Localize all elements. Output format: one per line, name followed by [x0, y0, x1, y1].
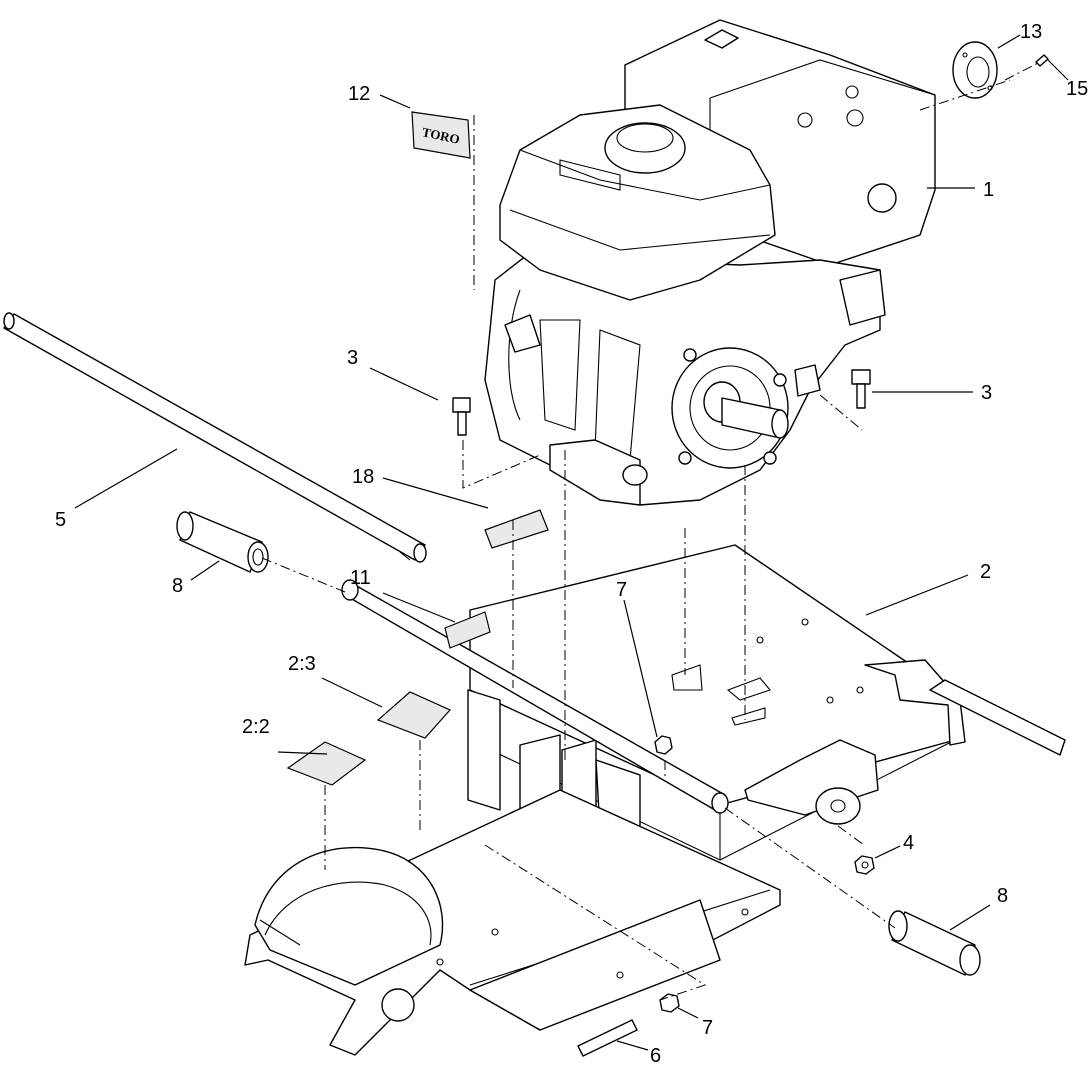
callout-3-left: 3	[347, 347, 358, 369]
callout-4: 4	[903, 832, 914, 854]
pin-6	[577, 1019, 638, 1057]
callout-7-lower: 7	[702, 1017, 713, 1039]
callout-7-upper: 7	[616, 579, 627, 601]
callout-2-3: 2:3	[288, 653, 316, 675]
callout-15: 15	[1066, 78, 1088, 100]
handle-rod	[3, 312, 427, 563]
callout-6: 6	[650, 1045, 661, 1067]
hand-grip-right	[888, 910, 981, 976]
decal-2-2	[286, 741, 367, 786]
callout-13: 13	[1020, 21, 1042, 43]
crossbar-tube	[341, 579, 729, 814]
callout-2-2: 2:2	[242, 716, 270, 738]
tine-shield-plate	[244, 789, 781, 1056]
nut-4	[854, 855, 875, 875]
pulley-mount	[815, 787, 861, 825]
flange-screw	[1035, 54, 1049, 67]
leader-lines	[74, 34, 1069, 1051]
engine	[484, 19, 936, 506]
callout-2: 2	[980, 561, 991, 583]
callout-8-right: 8	[997, 885, 1008, 907]
callout-18: 18	[352, 466, 374, 488]
decal-2-3	[376, 691, 451, 739]
assembly-lines	[261, 61, 1041, 1001]
callout-5: 5	[55, 509, 66, 531]
callout-1: 1	[983, 179, 994, 201]
callout-11: 11	[350, 567, 371, 589]
wheel-fender	[254, 846, 444, 986]
engine-bolt-left	[452, 397, 471, 436]
callout-3-right: 3	[981, 382, 992, 404]
hand-grip-left	[176, 511, 269, 573]
decal-11	[444, 611, 491, 649]
nut-7-lower	[659, 993, 680, 1013]
callout-12: 12	[348, 83, 370, 105]
engine-bolt-right	[851, 369, 871, 409]
nut-7-upper	[654, 735, 673, 755]
callout-8-left: 8	[172, 575, 183, 597]
decal-18	[484, 509, 549, 549]
callout-labels: 1 2 2:2 2:3 3 3 4 5 6 7 7 8 8 11 12 13 1…	[55, 21, 1088, 1067]
toro-decal: TORO	[411, 111, 471, 159]
exhaust-flange	[952, 41, 998, 99]
